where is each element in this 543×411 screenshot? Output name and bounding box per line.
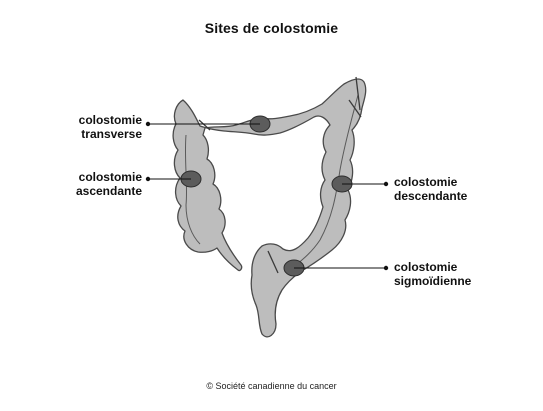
descending-inner-line — [289, 94, 359, 271]
leader-transverse — [145, 121, 260, 127]
hepatic-flexure-line — [198, 119, 211, 131]
label-transverse: colostomie transverse — [60, 113, 142, 141]
label-descending-line1: colostomie — [394, 175, 458, 189]
splenic-flexure-line-b — [355, 76, 361, 111]
label-sigmoid-line2: sigmoïdienne — [394, 274, 472, 288]
label-transverse-line2: transverse — [81, 127, 142, 141]
leader-sigmoid — [294, 265, 389, 271]
label-ascending: colostomie ascendante — [60, 170, 142, 198]
label-ascending-line2: ascendante — [75, 184, 142, 198]
diagram-title: Sites de colostomie — [204, 20, 339, 36]
label-transverse-line1: colostomie — [78, 113, 142, 127]
copyright-credit: © Société canadienne du cancer — [206, 381, 337, 391]
label-descending-line2: descendante — [394, 189, 468, 203]
sigmoid-rectum-line — [267, 250, 279, 274]
label-sigmoid-line1: colostomie — [394, 260, 458, 274]
leader-ascending — [145, 176, 191, 182]
label-sigmoid: colostomie sigmoïdienne — [394, 260, 471, 288]
label-ascending-line1: colostomie — [78, 170, 142, 184]
splenic-flexure-line-a — [348, 99, 362, 118]
colon-shape — [172, 78, 367, 338]
leader-descending — [342, 181, 389, 187]
ascending-inner-line — [184, 134, 201, 245]
label-descending: colostomie descendante — [394, 175, 467, 203]
